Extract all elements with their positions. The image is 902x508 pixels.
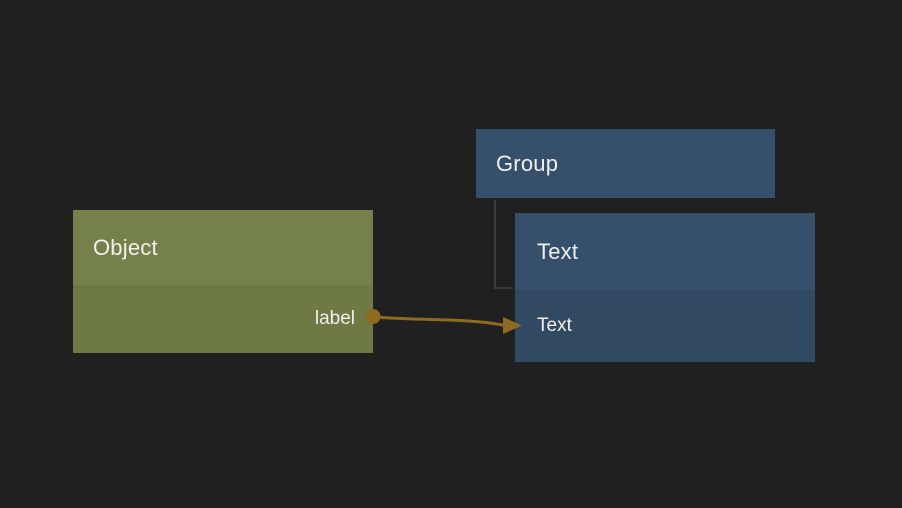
node-group[interactable]: Group (476, 129, 775, 198)
node-text[interactable]: Text Text (515, 213, 815, 362)
input-row-label: Text (537, 315, 572, 336)
node-group-header[interactable]: Group (476, 129, 775, 198)
output-port-label: label (314, 308, 355, 329)
connection-wire[interactable] (371, 315, 505, 327)
group-child-tree-connector (494, 200, 513, 289)
node-object-header[interactable]: Object (73, 210, 373, 285)
node-object-title: Object (93, 234, 158, 260)
node-text-title: Text (537, 238, 579, 264)
node-text-input-row[interactable]: Text (515, 290, 815, 362)
output-port[interactable] (365, 309, 381, 324)
node-group-title: Group (496, 150, 559, 176)
node-text-header[interactable]: Text (515, 213, 815, 290)
node-object[interactable]: Object label (73, 210, 373, 353)
node-object-output-row: label (73, 285, 373, 353)
